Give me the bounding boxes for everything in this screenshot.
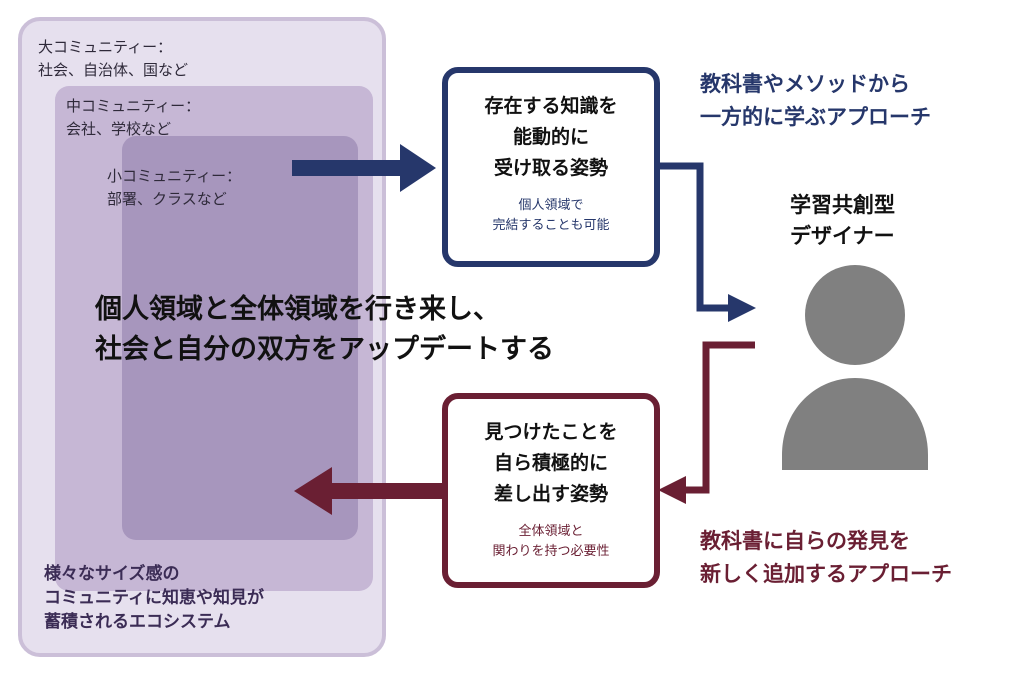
receive-knowledge-note: 個人領域で 完結することも可能 xyxy=(492,198,610,233)
arrow-to-top-box xyxy=(292,144,436,192)
arrow-designer-to-bottom xyxy=(658,341,755,504)
small-community-label: 小コミュニティー： 部署、クラスなど xyxy=(107,167,242,208)
headline: 個人領域と全体領域を行き来し、 社会と自分の双方をアップデートする xyxy=(95,294,554,365)
offer-findings-note: 全体領域と 関わりを持つ必要性 xyxy=(492,524,610,559)
offer-findings-box: 見つけたことを 自ら積極的に 差し出す姿勢 全体領域と 関わりを持つ必要性 xyxy=(442,393,660,588)
arrow-top-to-designer xyxy=(660,162,756,322)
mid-community-label: 中コミュニティー： 会社、学校など xyxy=(66,97,201,138)
ecosystem-label: 様々なサイズ感の コミュニティに知恵や知見が 蓄積されるエコシステム xyxy=(44,564,264,632)
large-community-label: 大コミュニティー： 社会、自治体、国など xyxy=(38,38,189,79)
designer-label: 学習共創型 デザイナー xyxy=(790,193,895,248)
receive-knowledge-title: 存在する知識を 能動的に 受け取る姿勢 xyxy=(484,95,618,179)
one-way-approach-label: 教科書やメソッドから 一方的に学ぶアプローチ xyxy=(700,72,931,129)
receive-knowledge-box: 存在する知識を 能動的に 受け取る姿勢 個人領域で 完結することも可能 xyxy=(442,67,660,267)
person-icon xyxy=(782,265,928,470)
additive-approach-label: 教科書に自らの発見を 新しく追加するアプローチ xyxy=(700,529,952,586)
small-community-box xyxy=(122,136,358,540)
offer-findings-title: 見つけたことを 自ら積極的に 差し出す姿勢 xyxy=(484,421,618,505)
arrow-to-communities xyxy=(294,467,442,515)
